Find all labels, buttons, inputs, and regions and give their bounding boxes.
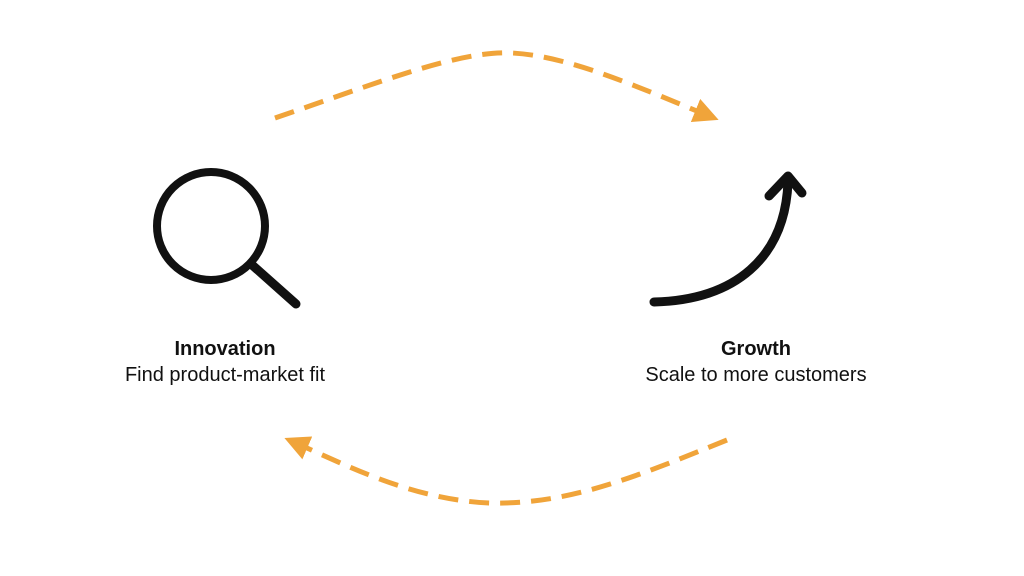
growth-description: Scale to more customers (645, 364, 867, 386)
innovation-stage: Innovation Find product-market fit (45, 336, 405, 388)
flow-arrow-growth-to-innovation (284, 436, 728, 506)
growth-stage: Growth Scale to more customers (576, 336, 936, 388)
innovation-description: Find product-market fit (124, 364, 326, 386)
innovation-title: Innovation (174, 338, 276, 360)
growth-title: Growth (721, 338, 791, 360)
flow-arrow-innovation-to-growth (274, 50, 719, 123)
curved-arrow-up-icon (649, 171, 807, 307)
magnifying-glass-icon (153, 168, 301, 309)
